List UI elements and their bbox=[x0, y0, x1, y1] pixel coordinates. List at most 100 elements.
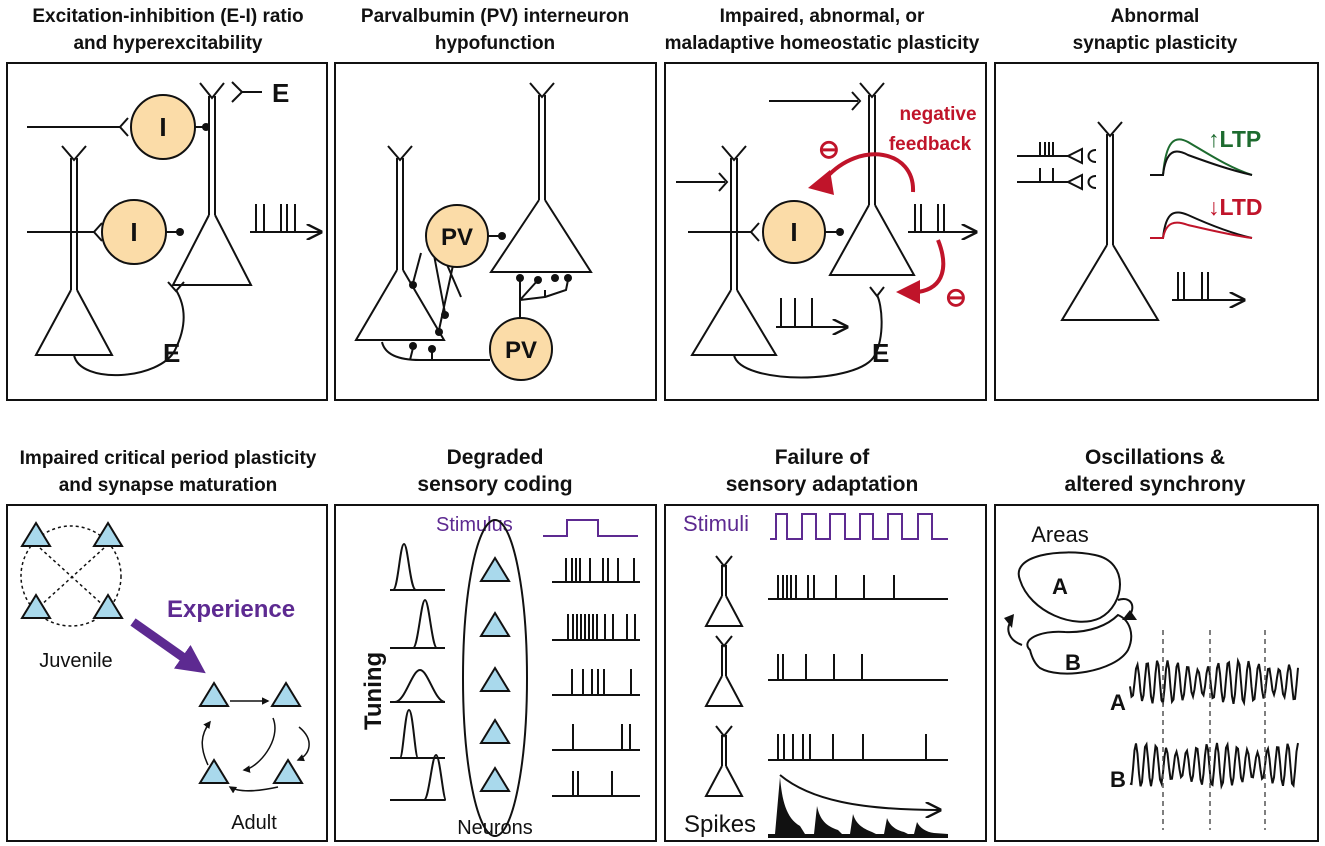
panel-osc-title-line2: altered synchrony bbox=[1065, 473, 1246, 496]
stimulus-waveform bbox=[543, 519, 638, 537]
panel-homeo-frame bbox=[664, 62, 987, 401]
area-a-shape bbox=[1017, 551, 1121, 623]
panel-adapt-title-line2: sensory adaptation bbox=[726, 473, 919, 496]
negative-feedback-arrow-top bbox=[824, 152, 916, 193]
pv-cell-bottom: PV bbox=[381, 274, 572, 381]
panel-crit-frame bbox=[6, 504, 328, 842]
panel-oscillations: Oscillations & altered synchrony Areas A… bbox=[994, 446, 1319, 842]
pyramidal-neuron-pv-right bbox=[489, 82, 593, 273]
panel-homeo-title-line1: Impaired, abnormal, or bbox=[720, 6, 925, 27]
oscillation-traces bbox=[1129, 656, 1299, 790]
experience-label: Experience bbox=[167, 596, 295, 623]
panel-sensory-coding: Degraded sensory coding Stimulus Tuning … bbox=[334, 446, 657, 842]
pyramidal-neuron-homeo-left bbox=[676, 145, 778, 356]
ltd-traces bbox=[1150, 211, 1253, 239]
adapt-spike-rasters bbox=[768, 575, 948, 761]
coupling-arrowhead-right-icon bbox=[1122, 610, 1137, 620]
inhibitory-cell-homeo: I bbox=[688, 200, 844, 264]
panel-crit-title-line1: Impaired critical period plasticity bbox=[20, 448, 317, 469]
neurons-label: Neurons bbox=[457, 817, 533, 839]
pyramidal-neuron-right bbox=[171, 81, 262, 286]
adapt-neurons bbox=[704, 555, 744, 797]
panel-ei-title-line1: Excitation-inhibition (E-I) ratio bbox=[32, 6, 303, 27]
neuron-population-ellipse bbox=[462, 519, 528, 837]
negative-feedback-arrowhead-right-icon bbox=[896, 280, 920, 304]
areas-label: Areas bbox=[1031, 522, 1088, 547]
panel-pv-frame bbox=[334, 62, 657, 401]
coding-spike-rasters bbox=[552, 558, 640, 797]
pyramidal-neuron-left bbox=[34, 145, 114, 356]
cell-label-pv-bottom: PV bbox=[505, 337, 537, 364]
panel-ei-title-line2: and hyperexcitability bbox=[73, 33, 262, 54]
minus-symbol-top: ⊖ bbox=[818, 134, 840, 164]
panel-sensory-adaptation: Failure of sensory adaptation Stimuli Sp… bbox=[664, 446, 987, 842]
spike-train-homeo-output bbox=[908, 204, 976, 232]
coupling-arrowhead-left-icon bbox=[1004, 614, 1014, 628]
spike-train-output bbox=[250, 204, 321, 232]
panel-ei-ratio: Excitation-inhibition (E-I) ratio and hy… bbox=[6, 6, 328, 401]
excitatory-axon bbox=[73, 289, 185, 377]
stimulus-label: Stimulus bbox=[436, 514, 513, 536]
negative-feedback-arrowhead-top-icon bbox=[808, 170, 834, 195]
panel-syn-title-line2: synaptic plasticity bbox=[1073, 33, 1238, 54]
cell-label-i-middle: I bbox=[130, 217, 137, 247]
area-a-label: A bbox=[1052, 574, 1068, 599]
label-e-bottom: E bbox=[163, 338, 180, 368]
excitatory-axon-homeo bbox=[733, 294, 883, 379]
panel-coding-title-line1: Degraded bbox=[447, 446, 544, 469]
ltd-label: ↓LTD bbox=[1208, 194, 1263, 220]
tuning-label: Tuning bbox=[360, 652, 387, 730]
area-b-shape bbox=[1026, 613, 1133, 675]
experience-arrow bbox=[130, 618, 206, 674]
spikes-label: Spikes bbox=[684, 811, 756, 838]
cell-label-i-top: I bbox=[159, 112, 166, 142]
pyramidal-neuron-pv-left bbox=[354, 145, 446, 341]
excitatory-synapse-homeo-icon bbox=[869, 286, 885, 298]
excitatory-synapse-icon bbox=[167, 281, 185, 293]
juvenile-network bbox=[20, 521, 124, 627]
ltp-label: ↑LTP bbox=[1208, 126, 1261, 152]
cell-label-pv-top: PV bbox=[441, 224, 473, 251]
adult-network bbox=[198, 681, 310, 794]
synaptic-inputs bbox=[1017, 142, 1097, 191]
panel-critical-period: Impaired critical period plasticity and … bbox=[6, 448, 328, 842]
pyramidal-neuron-syn bbox=[1060, 121, 1160, 321]
label-e-top: E bbox=[272, 78, 289, 108]
cell-label-i-homeo: I bbox=[790, 217, 797, 247]
trace-b-label: B bbox=[1110, 767, 1126, 792]
negative-feedback-label-line2: feedback bbox=[889, 134, 972, 155]
inhibitory-cell-top: I bbox=[27, 94, 210, 160]
panel-syn-frame bbox=[994, 62, 1319, 401]
panel-homeo-title-line2: maladaptive homeostatic plasticity bbox=[665, 33, 980, 54]
panel-adapt-title-line1: Failure of bbox=[775, 446, 871, 469]
adaptation-decay-arrow bbox=[779, 774, 940, 810]
panel-coding-frame bbox=[334, 504, 657, 842]
panel-ei-frame bbox=[6, 62, 328, 401]
negative-feedback-label-line1: negative bbox=[899, 104, 976, 125]
panel-osc-frame bbox=[994, 504, 1319, 842]
panel-adapt-frame bbox=[664, 504, 987, 842]
panel-homeostatic-plasticity: Impaired, abnormal, or maladaptive homeo… bbox=[664, 6, 987, 401]
ltp-traces bbox=[1150, 138, 1253, 176]
panel-synaptic-plasticity: Abnormal synaptic plasticity ↑LTP ↓LTD bbox=[994, 6, 1319, 401]
panel-crit-title-line2: and synapse maturation bbox=[59, 475, 278, 496]
panel-pv-title-line2: hypofunction bbox=[435, 33, 555, 54]
spike-train-homeo-input bbox=[776, 298, 847, 327]
panel-pv-title-line1: Parvalbumin (PV) interneuron bbox=[361, 6, 629, 27]
minus-symbol-right: ⊖ bbox=[945, 282, 967, 312]
tuning-curves bbox=[390, 542, 447, 801]
sync-markers bbox=[1162, 630, 1266, 830]
juvenile-label: Juvenile bbox=[39, 650, 112, 672]
panel-coding-title-line2: sensory coding bbox=[417, 473, 572, 496]
adult-label: Adult bbox=[231, 812, 277, 834]
panel-pv-hypofunction: Parvalbumin (PV) interneuron hypofunctio… bbox=[334, 6, 657, 401]
spikes-summary-trace bbox=[768, 777, 948, 838]
label-e-homeo: E bbox=[872, 338, 889, 368]
pyramidal-neuron-homeo-right bbox=[769, 82, 916, 276]
negative-feedback-arrow-right bbox=[917, 239, 946, 294]
area-b-label: B bbox=[1065, 650, 1081, 675]
inhibitory-cell-middle: I bbox=[27, 199, 184, 265]
stimuli-label: Stimuli bbox=[683, 511, 749, 536]
spike-train-syn bbox=[1172, 272, 1244, 300]
